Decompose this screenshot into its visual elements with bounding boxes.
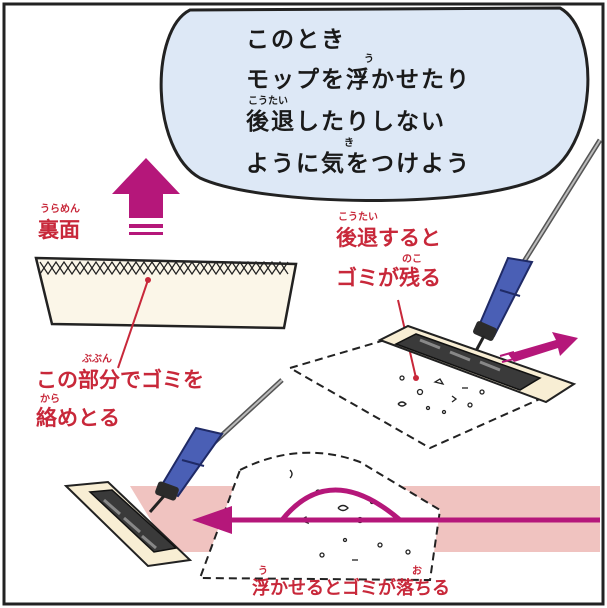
ruby-nokoru: のこ: [402, 254, 422, 265]
bubble-line-3: 後退したりしない: [246, 109, 446, 135]
label-bubun-line1: この部分でゴミを: [36, 368, 204, 392]
label-koutai-line2: ゴミが残る: [336, 266, 441, 290]
mop-pad-underside: [34, 256, 298, 330]
cleaned-area-bottom: [198, 451, 442, 582]
bubble-line-2: モップを浮かせたり: [246, 67, 471, 93]
ruby-uramen: うらめん: [40, 204, 80, 215]
mop-top-right: [377, 138, 603, 404]
up-arrow-icon: [112, 158, 180, 218]
ruby-kara: から: [40, 394, 60, 405]
ruby-ki: き: [344, 138, 354, 149]
bubble-line-4: ように気をつけよう: [246, 151, 471, 177]
bubble-line-1: このとき: [246, 27, 346, 53]
dust-top: [397, 375, 485, 415]
ruby-ochi: お: [412, 566, 422, 577]
mop-bottom-left: [63, 378, 284, 568]
speech-bubble: [159, 6, 590, 203]
ruby-uka: う: [364, 54, 374, 65]
label-uramen: 裏面: [38, 218, 80, 242]
lift-arc: [280, 487, 402, 522]
ruby-uka-bottom: う: [258, 566, 268, 577]
cleaned-area-top: [287, 338, 563, 450]
backward-arrow-head: [192, 506, 232, 534]
label-koutai-line1: 後退すると: [336, 226, 441, 250]
label-bubun-line2: 絡めとる: [36, 406, 120, 430]
ruby-koutai-bubble: こうたい: [248, 96, 288, 107]
ruby-koutai: こうたい: [338, 212, 378, 223]
ruby-bubun: ぶぶん: [82, 354, 112, 365]
label-bottom: 浮かせるとゴミが落ちる: [252, 578, 450, 599]
pointer-line-pad: [117, 279, 149, 369]
